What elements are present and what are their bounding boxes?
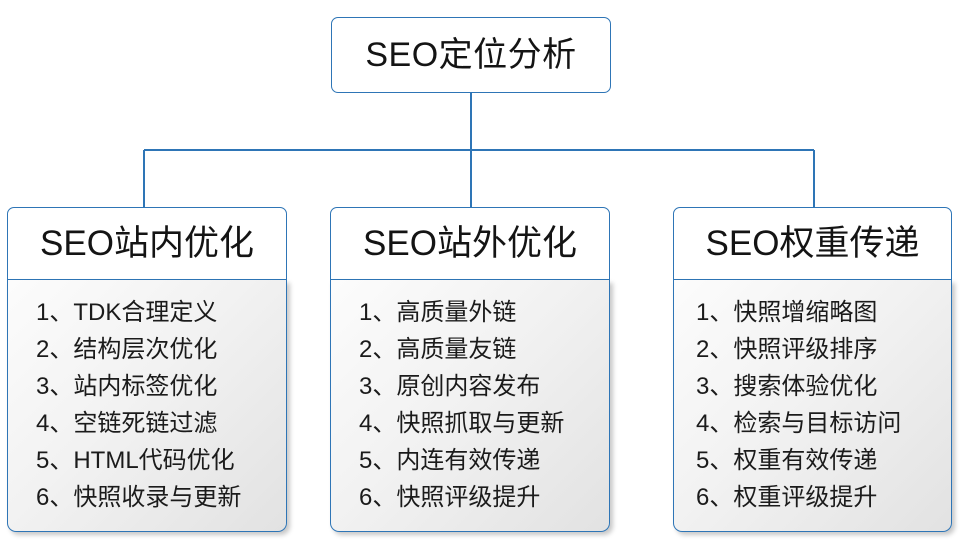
list-item: 5、HTML代码优化 bbox=[36, 447, 235, 474]
branch-offsite-list: 1、高质量外链 2、高质量友链 3、原创内容发布 4、快照抓取与更新 5、内连有… bbox=[331, 294, 609, 516]
list-item: 3、原创内容发布 bbox=[359, 373, 541, 400]
list-item: 5、内连有效传递 bbox=[359, 447, 541, 474]
branch-weight-list: 1、快照增缩略图 2、快照评级排序 3、搜索体验优化 4、检索与目标访问 5、权… bbox=[674, 294, 951, 516]
branch-onsite-list: 1、TDK合理定义 2、结构层次优化 3、站内标签优化 4、空链死链过滤 5、H… bbox=[8, 294, 286, 516]
list-item: 5、权重有效传递 bbox=[696, 447, 878, 474]
branch-onsite: SEO站内优化 1、TDK合理定义 2、结构层次优化 3、站内标签优化 4、空链… bbox=[7, 207, 287, 532]
list-item: 6、快照收录与更新 bbox=[36, 484, 242, 511]
list-item: 6、权重评级提升 bbox=[696, 484, 878, 511]
root-node-label: SEO定位分析 bbox=[365, 36, 577, 74]
branch-offsite-body: 1、高质量外链 2、高质量友链 3、原创内容发布 4、快照抓取与更新 5、内连有… bbox=[330, 280, 610, 532]
branch-offsite-header[interactable]: SEO站外优化 bbox=[330, 207, 610, 280]
branch-weight: SEO权重传递 1、快照增缩略图 2、快照评级排序 3、搜索体验优化 4、检索与… bbox=[673, 207, 952, 532]
list-item: 2、快照评级排序 bbox=[696, 336, 878, 363]
list-item: 4、快照抓取与更新 bbox=[359, 410, 565, 437]
branch-offsite-title: SEO站外优化 bbox=[363, 224, 577, 263]
branch-onsite-title: SEO站内优化 bbox=[40, 224, 254, 263]
root-node[interactable]: SEO定位分析 bbox=[331, 17, 611, 93]
branch-onsite-body: 1、TDK合理定义 2、结构层次优化 3、站内标签优化 4、空链死链过滤 5、H… bbox=[7, 280, 287, 532]
list-item: 2、结构层次优化 bbox=[36, 336, 218, 363]
list-item: 2、高质量友链 bbox=[359, 336, 517, 363]
list-item: 1、TDK合理定义 bbox=[36, 299, 218, 326]
branch-weight-title: SEO权重传递 bbox=[705, 224, 920, 263]
list-item: 4、检索与目标访问 bbox=[696, 410, 902, 437]
branch-offsite: SEO站外优化 1、高质量外链 2、高质量友链 3、原创内容发布 4、快照抓取与… bbox=[330, 207, 610, 532]
branch-weight-body: 1、快照增缩略图 2、快照评级排序 3、搜索体验优化 4、检索与目标访问 5、权… bbox=[673, 280, 952, 532]
branch-weight-header[interactable]: SEO权重传递 bbox=[673, 207, 952, 280]
list-item: 1、快照增缩略图 bbox=[696, 299, 878, 326]
list-item: 1、高质量外链 bbox=[359, 299, 517, 326]
list-item: 3、搜索体验优化 bbox=[696, 373, 878, 400]
list-item: 3、站内标签优化 bbox=[36, 373, 218, 400]
list-item: 6、快照评级提升 bbox=[359, 484, 541, 511]
branch-onsite-header[interactable]: SEO站内优化 bbox=[7, 207, 287, 280]
list-item: 4、空链死链过滤 bbox=[36, 410, 218, 437]
